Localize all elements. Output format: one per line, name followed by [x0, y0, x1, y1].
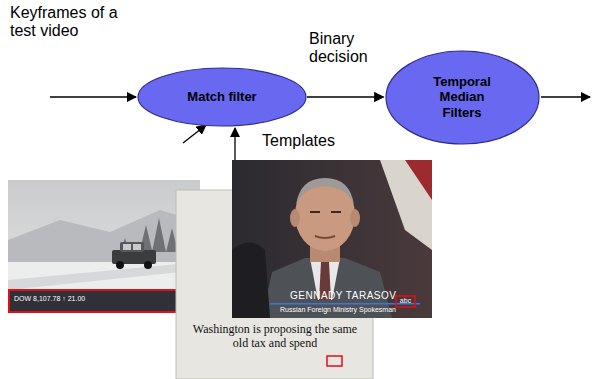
output-arrow: [541, 96, 590, 97]
caption-text: Washington is proposing the same old tax…: [186, 323, 364, 351]
car: [112, 242, 156, 269]
caption-text: DOW 8,107.78 ↑ 21.00: [14, 295, 85, 303]
input-arrow: [50, 96, 136, 97]
face: [295, 179, 355, 251]
car-wheel: [116, 261, 124, 269]
eyes: [310, 211, 341, 213]
ellipse-fill: [138, 68, 306, 126]
ticker-band: [9, 290, 199, 312]
car-window: [133, 244, 141, 250]
spokesman-keyframe: [232, 160, 432, 318]
car-window: [123, 244, 131, 250]
ellipse-fill: [386, 51, 539, 144]
logo-box: [396, 296, 415, 307]
car-cabin: [120, 242, 144, 252]
name-band: [270, 303, 420, 305]
snow-keyframe: [8, 180, 200, 313]
car-wheel: [144, 261, 152, 269]
logo-box: [327, 356, 342, 366]
mouth: [315, 236, 335, 238]
hair: [296, 178, 354, 205]
template-arrow: [183, 125, 206, 143]
annotation: Keyframes of a test video: [10, 4, 128, 41]
snow-hill: [8, 210, 200, 270]
edge-label: Binary decision: [309, 30, 383, 67]
ear: [350, 209, 360, 227]
annotation: Templates: [262, 132, 335, 150]
photo-ground: [232, 160, 432, 318]
flow-arrow: [307, 96, 384, 97]
flag: [380, 160, 432, 250]
road: [8, 262, 200, 290]
caption-text: Russian Foreign Ministry Spokesman: [280, 306, 396, 314]
snow-sky: [8, 180, 200, 313]
ear: [290, 209, 300, 227]
process-ellipse: Match filter: [137, 67, 307, 127]
flag-stripe: [405, 160, 432, 200]
node-label: Match filter: [187, 89, 256, 105]
process-ellipse: Temporal Median Filters: [385, 50, 540, 145]
template-arrow: [234, 128, 235, 160]
caption-text: abc: [397, 297, 414, 305]
bystander: [232, 243, 270, 319]
caption-text: GENNADY TARASOV: [290, 290, 396, 302]
snow-ground: [8, 262, 200, 290]
node-label: Temporal Median Filters: [426, 74, 498, 121]
